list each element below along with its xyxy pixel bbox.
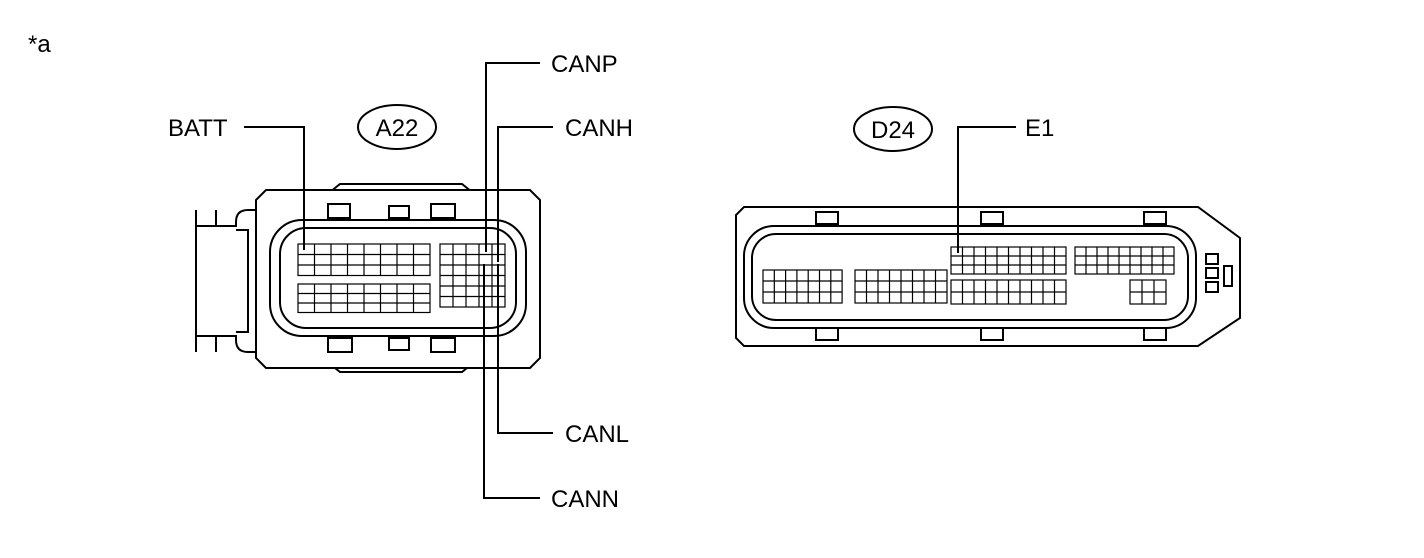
- a22-label: A22: [376, 115, 419, 142]
- d24-block-1: [762, 269, 843, 304]
- d24-block-3: [950, 246, 1067, 275]
- d24-block-2: [854, 269, 948, 304]
- pin-label-canp: CANP: [551, 51, 618, 78]
- d24-block-5: [1074, 246, 1175, 275]
- d24-badge: D24: [853, 106, 933, 152]
- pin-label-cann: CANN: [551, 486, 619, 513]
- a22-block-upper-left: [297, 243, 431, 277]
- pin-label-canh: CANH: [565, 115, 633, 142]
- d24-block-4: [950, 279, 1067, 305]
- e1-leader: [957, 126, 1016, 253]
- pin-label-canl: CANL: [565, 421, 629, 448]
- a22-block-lower-left: [297, 283, 431, 314]
- a22-badge: A22: [357, 104, 437, 150]
- cann-leader: [483, 264, 540, 499]
- a22-pin-grid: [297, 243, 506, 314]
- canp-leader: [485, 62, 540, 252]
- canl-leader: [497, 264, 553, 434]
- connector-a22: [195, 183, 541, 373]
- figure-label: *a: [28, 31, 51, 58]
- pin-label-batt: BATT: [168, 115, 228, 142]
- d24-label: D24: [871, 117, 915, 144]
- canh-leader: [497, 126, 553, 262]
- a22-block-right: [439, 243, 506, 308]
- connector-d24: [735, 206, 1241, 347]
- d24-pin-grid: [762, 246, 1175, 305]
- batt-leader: [244, 126, 305, 250]
- d24-block-6: [1129, 279, 1167, 305]
- pin-label-e1: E1: [1025, 115, 1054, 142]
